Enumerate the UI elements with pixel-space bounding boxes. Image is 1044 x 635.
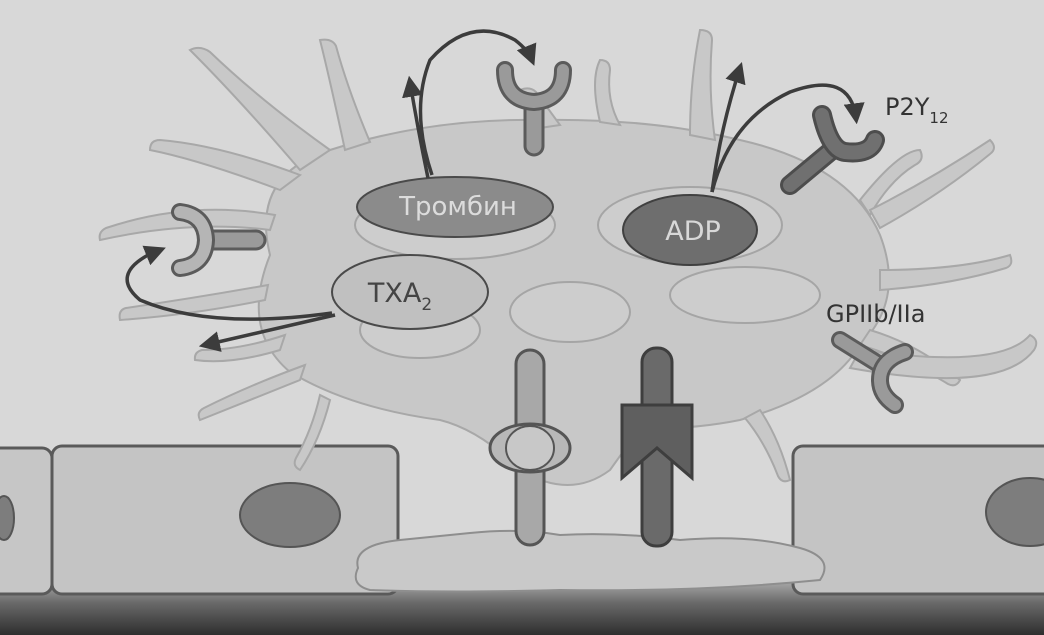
endothelial-cell-right xyxy=(793,446,1044,594)
adp-label: ADP xyxy=(665,216,721,247)
endothelial-cell-left xyxy=(0,446,398,594)
adp-node: ADP xyxy=(623,195,757,265)
gp2b3a-label: GPIIb/IIa xyxy=(826,300,925,328)
thrombin-label: Тромбин xyxy=(398,192,517,222)
thrombin-node: Тромбин xyxy=(357,177,553,237)
collagen-matrix xyxy=(356,531,825,592)
nucleus-left xyxy=(240,483,340,547)
txa2-node: TXA2 xyxy=(332,255,488,329)
